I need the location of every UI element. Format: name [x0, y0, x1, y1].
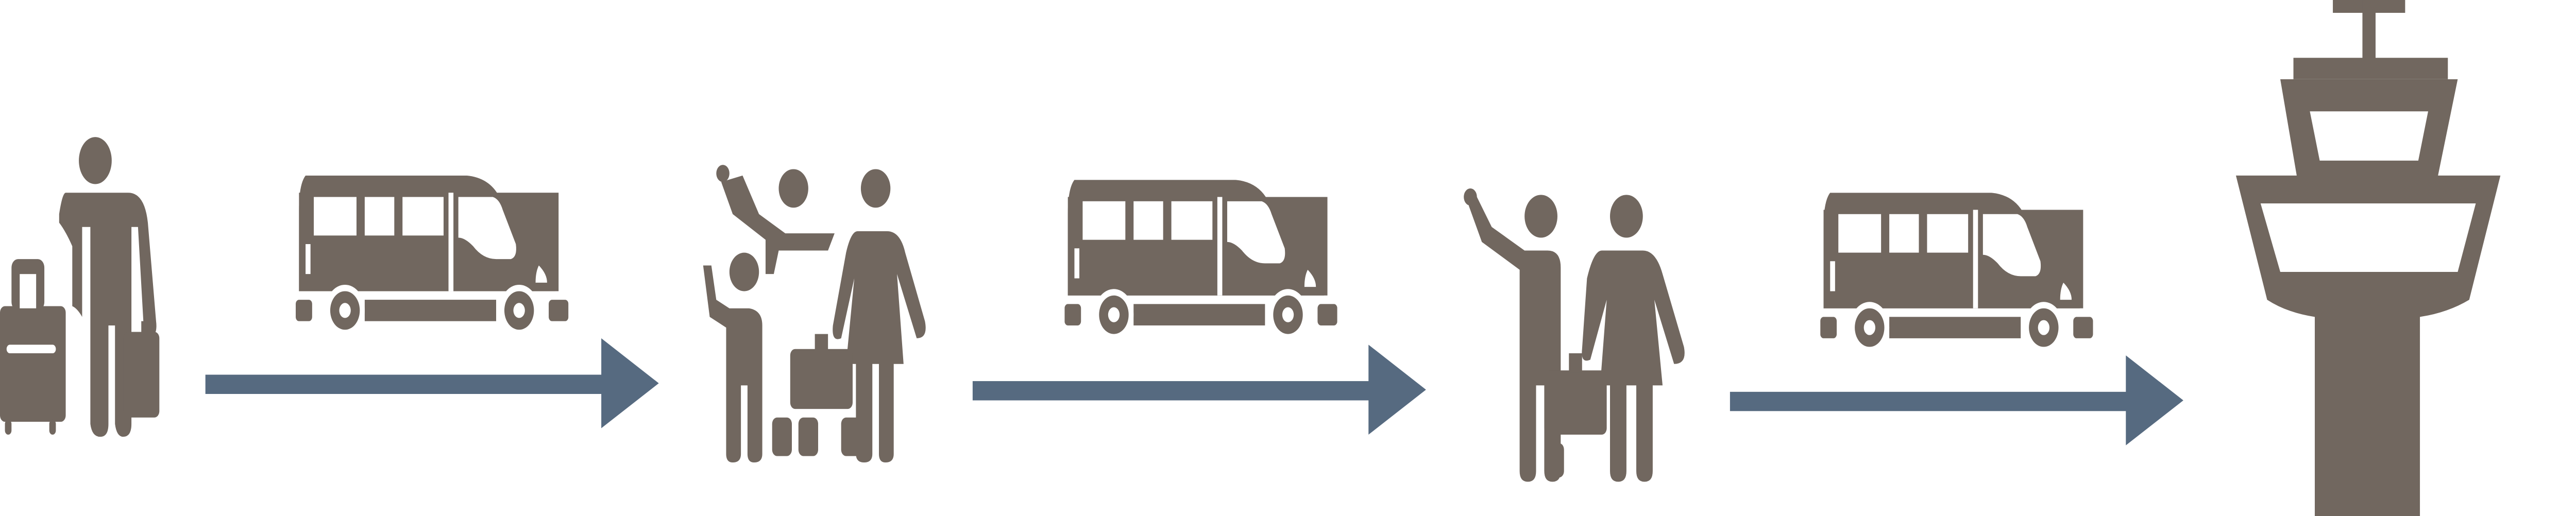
airport-control-tower-icon	[2235, 0, 2501, 516]
arrow-right-icon	[205, 338, 659, 428]
shuttle-van-icon	[1820, 193, 2093, 354]
traveler-with-luggage-icon	[0, 137, 160, 437]
couple-with-luggage-icon	[1464, 188, 1685, 482]
arrow-right-icon	[1730, 355, 2183, 445]
shuttle-van-icon	[295, 175, 569, 336]
arrow-right-icon	[972, 345, 1426, 435]
shuttle-van-icon	[1064, 180, 1337, 341]
family-with-luggage-icon	[703, 165, 926, 463]
